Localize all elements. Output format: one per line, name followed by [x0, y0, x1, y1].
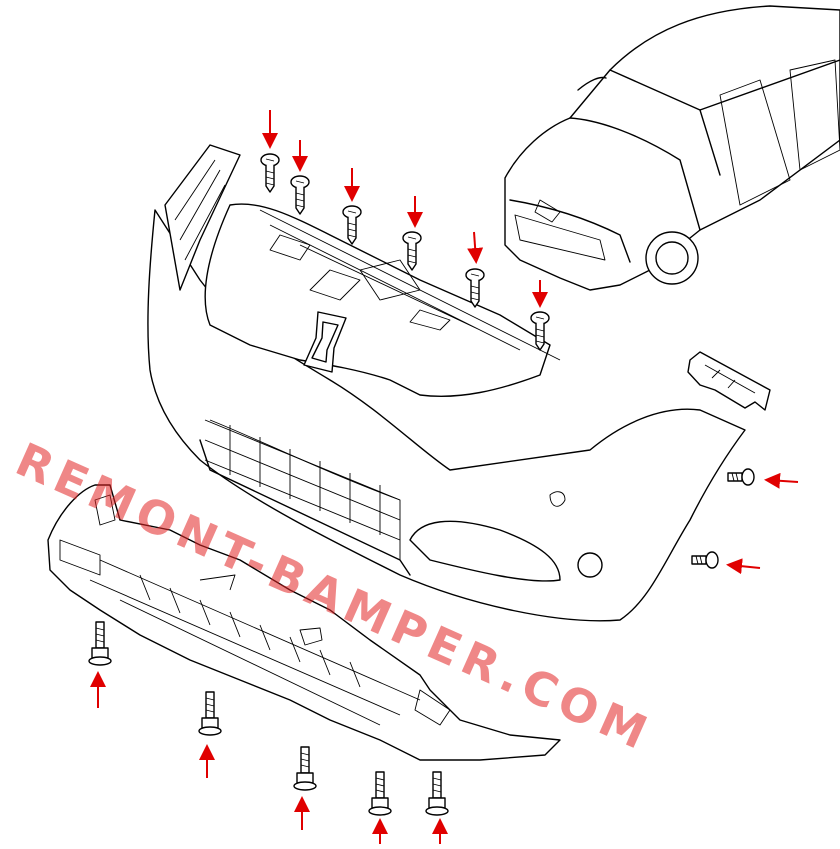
pointer-arrow	[467, 231, 484, 264]
side-screw	[691, 551, 719, 569]
bottom-bolt	[198, 691, 222, 736]
side-screw-group	[691, 468, 755, 569]
upper-cross-panel	[204, 203, 561, 397]
top-screw	[465, 268, 485, 308]
top-screw	[342, 205, 362, 245]
top-screw-group	[260, 153, 550, 351]
top-screw	[530, 311, 550, 351]
left-bumper-edge	[164, 144, 241, 291]
side-bracket	[687, 351, 771, 411]
top-screw	[260, 153, 280, 193]
front-bumper	[147, 144, 746, 622]
arrow-group	[90, 110, 799, 844]
bottom-bolt	[368, 771, 392, 816]
bottom-bolt-group	[88, 621, 449, 816]
fog-light	[577, 552, 603, 578]
bottom-bolt	[293, 746, 317, 791]
pointer-arrow	[764, 472, 799, 489]
top-screw	[290, 175, 310, 215]
car-illustration	[504, 5, 840, 291]
bumper-grille	[204, 419, 401, 541]
renault-logo	[303, 311, 347, 373]
bottom-bolt	[88, 621, 112, 666]
pointer-arrow	[726, 558, 761, 575]
engine-skid-plate	[47, 484, 561, 761]
fog-light-housing	[409, 520, 561, 582]
top-screw	[402, 231, 422, 271]
side-screw	[727, 468, 755, 486]
bottom-bolt	[425, 771, 449, 816]
